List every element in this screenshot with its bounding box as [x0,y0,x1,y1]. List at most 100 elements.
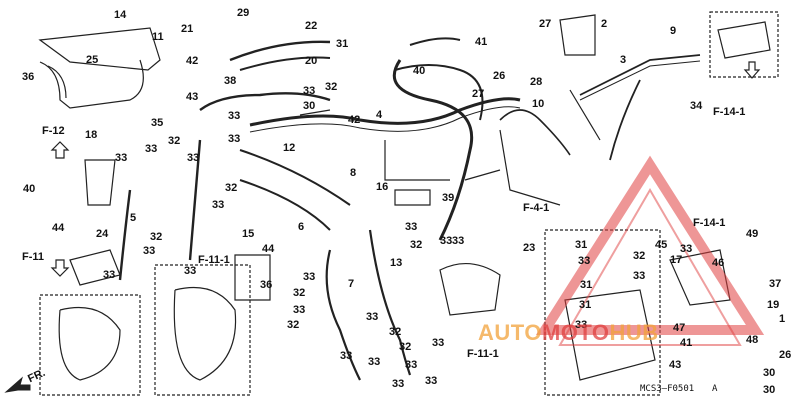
callout-23: 23 [523,242,536,254]
callout-12: 12 [283,142,296,154]
callout-44: 44 [52,222,65,234]
callout-19: 19 [767,299,780,311]
callout-30-b: 30 [763,367,776,379]
arrow-f11 [50,259,70,277]
callout-31-c: 31 [579,299,592,311]
callout-24: 24 [96,228,109,240]
callout-44-b: 44 [262,243,275,255]
callout-3: 3 [620,54,627,66]
callout-31-a: 31 [575,239,588,251]
callout-33-n: 33 [303,271,316,283]
callout-33-e: 33 [145,143,158,155]
callout-7: 7 [348,278,355,290]
callout-15: 15 [242,228,255,240]
ref-f11[interactable]: F-11 [22,251,45,263]
callout-39: 39 [442,192,455,204]
callout-33-w: 33 [578,255,591,267]
ref-f14-1-b[interactable]: F-14-1 [693,217,726,229]
callout-42-left: 42 [186,55,199,67]
callout-33-o: 33 [293,304,306,316]
callout-33-d: 33 [115,152,128,164]
callout-10: 10 [532,98,545,110]
callout-49: 49 [746,228,759,240]
callout-33-u: 33 [425,375,438,387]
callout-35: 35 [151,117,164,129]
callout-36: 36 [22,71,35,83]
callout-33-m: 33 [103,269,116,281]
callout-34: 34 [690,100,703,112]
callout-33-f: 33 [187,152,200,164]
callout-6: 6 [298,221,305,233]
callout-43: 43 [186,91,199,103]
callout-33-z: 33 [680,243,693,255]
callout-32-h: 32 [389,326,402,338]
callout-31-top: 31 [336,38,349,50]
callout-8: 8 [350,167,357,179]
ref-f11-1[interactable]: F-11-1 [198,254,230,266]
callout-33-c: 33 [228,133,241,145]
callout-28: 28 [530,76,543,88]
ref-f12[interactable]: F-12 [42,125,65,137]
callout-48: 48 [746,334,759,346]
callout-32-c: 32 [225,182,238,194]
arrow-f12 [50,141,70,159]
callout-33-h: 33 [405,221,418,233]
watermark-triangle [535,155,765,335]
callout-38: 38 [224,75,237,87]
callout-1: 1 [779,313,786,325]
callout-25: 25 [86,54,99,66]
callout-43-b: 43 [669,359,682,371]
callout-32-g: 32 [287,319,300,331]
callout-33-k: 33 [143,245,156,257]
ref-f11-1-b[interactable]: F-11-1 [467,348,499,360]
diagram-code: MCS3—F0501 [640,384,695,394]
callout-5: 5 [130,212,137,224]
callout-37: 37 [769,278,782,290]
callout-32-e: 32 [150,231,163,243]
bracket-shape [38,27,161,71]
callout-21: 21 [181,23,194,35]
callout-33-a: 33 [303,85,316,97]
callout-32-i: 32 [399,341,412,353]
callout-33-t: 33 [405,359,418,371]
callout-17: 17 [670,254,683,266]
callout-33-x: 33 [633,270,646,282]
callout-33-y: 33 [575,319,588,331]
callout-45: 45 [655,239,668,251]
callout-40: 40 [23,183,36,195]
callout-16: 16 [376,181,389,193]
callout-41: 41 [475,36,488,48]
ref-f4-1[interactable]: F-4-1 [523,202,550,214]
callout-32-b: 32 [168,135,181,147]
callout-33-v: 33 [392,378,405,390]
callout-33-j: 33 [452,235,465,247]
callout-29: 29 [237,7,250,19]
callout-22: 22 [305,20,318,32]
watermark-moto: MOTO [541,320,610,345]
callout-13: 13 [390,257,403,269]
callout-14: 14 [114,9,127,21]
callout-33-p: 33 [366,311,379,323]
callout-31-b: 31 [580,279,593,291]
watermark-hub: HUB [609,320,659,345]
callout-33-r: 33 [340,350,353,362]
callout-11: 11 [152,31,164,43]
callout-33-b: 33 [228,110,241,122]
callout-46: 46 [712,257,725,269]
callout-33-g: 33 [212,199,225,211]
callout-4: 4 [376,109,383,121]
callout-42-mid: 42 [348,114,361,126]
diagram-code-suffix: A [712,384,718,394]
ref-f14-1[interactable]: F-14-1 [713,106,746,118]
watermark: AUTOMOTOHUB [478,320,659,346]
callout-27-top: 27 [539,18,552,30]
callout-33-q: 33 [432,337,445,349]
callout-26: 26 [779,349,792,361]
callout-32-a: 32 [325,81,338,93]
callout-26-top: 26 [493,70,506,82]
grab-bar-shape [39,59,144,109]
watermark-auto: AUTO [478,320,542,345]
callout-18: 18 [85,129,98,141]
callout-9: 9 [670,25,677,37]
